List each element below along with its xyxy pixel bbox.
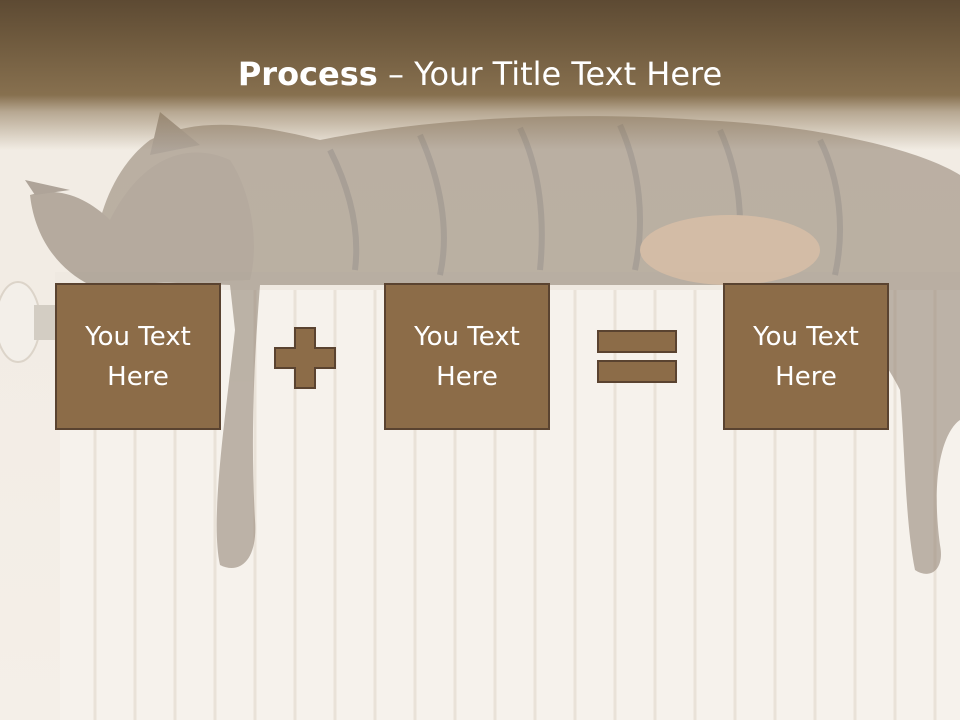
- process-box-2-text: You Text Here: [414, 321, 520, 392]
- slide-title-rest: – Your Title Text Here: [377, 55, 723, 93]
- process-box-3: You Text Here: [723, 283, 889, 430]
- process-box-1: You Text Here: [55, 283, 221, 430]
- title-band: [0, 0, 960, 150]
- process-box-3-text: You Text Here: [753, 321, 859, 392]
- process-box-2: You Text Here: [384, 283, 550, 430]
- plus-icon: [274, 327, 336, 389]
- equals-icon: [597, 330, 677, 383]
- process-box-1-text: You Text Here: [85, 321, 191, 392]
- slide-title-strong: Process: [237, 55, 378, 93]
- slide-title: Process – Your Title Text Here: [0, 52, 960, 96]
